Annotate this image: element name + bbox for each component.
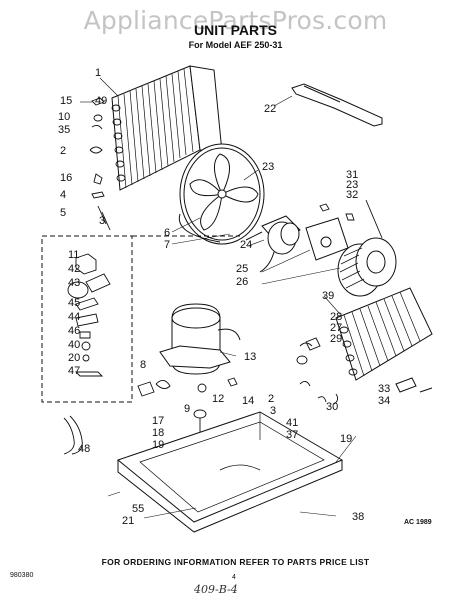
callout-16: 16 — [60, 172, 72, 184]
callout-15: 15 — [60, 95, 72, 107]
left-coil — [111, 65, 223, 191]
callout-34: 34 — [378, 395, 390, 407]
callout-32: 32 — [346, 189, 358, 201]
page-number: 4 — [232, 574, 236, 581]
compressor-hardware — [137, 377, 238, 432]
callout-5: 5 — [60, 207, 66, 219]
electrical-components-box — [41, 235, 133, 403]
callout-22: 22 — [264, 103, 276, 115]
callout-6: 6 — [164, 227, 170, 239]
insulation-block — [395, 377, 433, 393]
callout-46: 46 — [68, 325, 80, 337]
callout-35: 35 — [58, 124, 70, 136]
callout-25: 25 — [236, 263, 248, 275]
callout-44: 44 — [68, 311, 80, 323]
callout-23: 23 — [346, 179, 358, 191]
callout-37: 37 — [286, 429, 298, 441]
copyright-stamp: AC 1989 — [404, 519, 432, 526]
callout-14: 14 — [242, 395, 254, 407]
callout-2: 2 — [60, 145, 66, 157]
callout-42: 42 — [68, 263, 80, 275]
handwritten-note: 409-B-4 — [194, 583, 238, 596]
blower-wheel — [337, 237, 397, 297]
callout-7: 7 — [164, 239, 170, 251]
wire-harness — [63, 415, 83, 455]
compressor — [159, 303, 241, 375]
watermark: AppliancePartsPros.com — [83, 6, 388, 35]
callout-21: 21 — [122, 515, 134, 527]
callout-33: 33 — [378, 383, 390, 395]
callout-3: 3 — [270, 405, 276, 417]
right-coil — [335, 287, 433, 381]
callout-47: 47 — [68, 365, 80, 377]
callout-43: 43 — [68, 277, 80, 289]
page-title: UNIT PARTS — [194, 22, 277, 38]
callout-20: 20 — [68, 352, 80, 364]
bracket-22 — [291, 83, 383, 127]
callout-19: 19 — [152, 439, 164, 451]
callout-3: 3 — [99, 215, 105, 227]
callout-4: 4 — [60, 189, 66, 201]
callout-49: 49 — [95, 95, 107, 107]
callout-12: 12 — [212, 393, 224, 405]
base-pan — [116, 411, 344, 533]
callout-24: 24 — [240, 239, 252, 251]
model-subtitle: For Model AEF 250-31 — [188, 40, 283, 50]
ordering-note: FOR ORDERING INFORMATION REFER TO PARTS … — [101, 557, 370, 567]
callout-29: 29 — [330, 333, 342, 345]
callout-27: 27 — [330, 322, 342, 334]
callout-26: 26 — [236, 276, 248, 288]
callout-39: 39 — [322, 290, 334, 302]
leader-lines — [80, 77, 357, 519]
callout-1: 1 — [95, 67, 101, 79]
callout-48: 48 — [78, 443, 90, 455]
clip-parts — [296, 337, 339, 405]
callout-31: 31 — [346, 169, 358, 181]
callout-19: 19 — [340, 433, 352, 445]
callout-10: 10 — [58, 111, 70, 123]
callout-13: 13 — [244, 351, 256, 363]
motor-mount — [305, 217, 349, 261]
fan-blade — [178, 143, 265, 245]
callout-8: 8 — [140, 359, 146, 371]
callout-11: 11 — [68, 249, 79, 261]
callout-9: 9 — [184, 403, 190, 415]
callout-45: 45 — [68, 297, 80, 309]
coil-hardware — [89, 97, 111, 231]
document-code: 980380 — [10, 572, 34, 579]
callout-23: 23 — [262, 161, 274, 173]
callout-28: 28 — [330, 311, 342, 323]
callout-55: 55 — [132, 503, 144, 515]
callout-17: 17 — [152, 415, 164, 427]
callout-41: 41 — [286, 417, 298, 429]
callout-18: 18 — [152, 427, 164, 439]
callout-40: 40 — [68, 339, 80, 351]
callout-38: 38 — [352, 511, 364, 523]
callout-2: 2 — [268, 393, 274, 405]
fan-hardware — [319, 199, 383, 239]
fan-motor — [245, 215, 301, 273]
callout-30: 30 — [326, 401, 338, 413]
electrical-components — [67, 253, 111, 377]
